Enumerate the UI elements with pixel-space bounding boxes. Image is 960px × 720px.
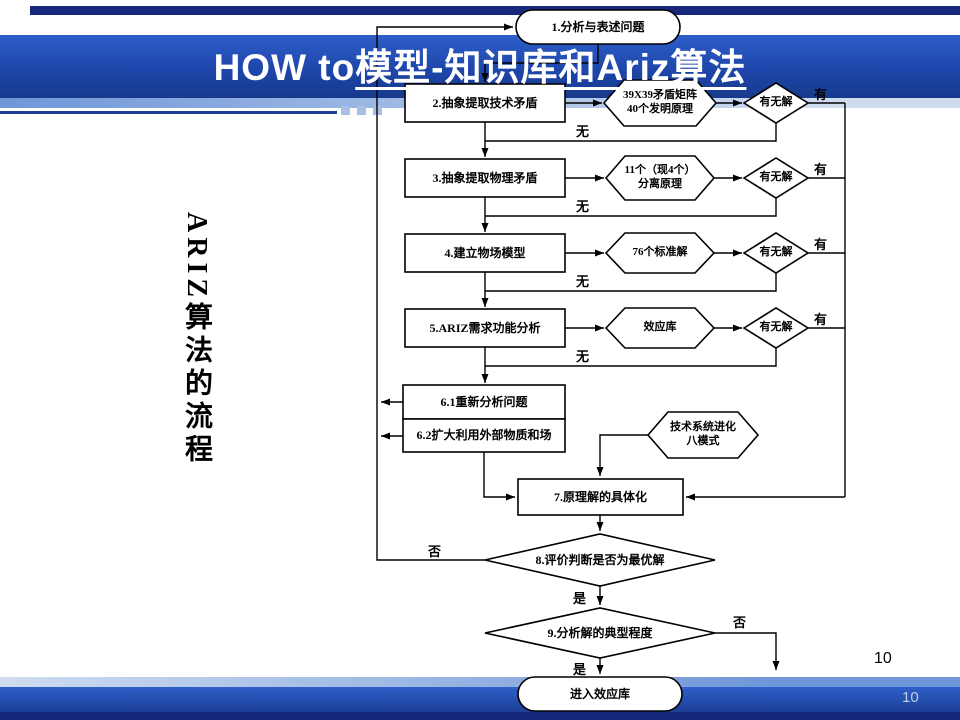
square-icon — [357, 106, 366, 115]
kb-standard-solutions-label: 76个标准解 — [632, 246, 688, 259]
node-step5-label: 5.ARIZ需求功能分析 — [429, 320, 541, 335]
edge-yes-3: 有 — [814, 237, 828, 252]
edge-no-1: 无 — [576, 124, 590, 139]
decision-4-label: 有无解 — [759, 321, 793, 334]
kb-matrix-line1: 39X39矛盾矩阵 — [623, 89, 697, 102]
square-icon — [341, 106, 350, 115]
node-step2-label: 2.抽象提取技术矛盾 — [432, 95, 538, 110]
page-title: HOW to模型-知识库和Ariz算法 — [0, 47, 960, 89]
decision-1-label: 有无解 — [759, 96, 793, 109]
header-subline — [0, 111, 337, 114]
edge-no-3: 无 — [576, 274, 590, 289]
kb-matrix-line2: 40个发明原理 — [627, 103, 693, 115]
kb-contradiction-matrix-label: 39X39矛盾矩阵 40个发明原理 — [604, 80, 716, 126]
kb-separation-principles-label: 11个（现4个） 分离原理 — [606, 156, 714, 200]
edge-fou-step8: 否 — [428, 544, 442, 559]
side-vertical-label: ARIZ算法的流程 — [181, 212, 212, 468]
node-start-label: 1.分析与表述问题 — [551, 19, 645, 34]
decorative-squares — [341, 106, 382, 115]
top-navy-bar — [30, 6, 960, 15]
node-step3-label: 3.抽象提取物理矛盾 — [432, 170, 538, 185]
edge-fou-step9: 否 — [733, 615, 747, 630]
decision-2-label: 有无解 — [759, 171, 793, 184]
kb-separation-line2: 分离原理 — [638, 178, 682, 190]
edge-yes-2: 有 — [814, 162, 828, 177]
decision-3-label: 有无解 — [759, 246, 793, 259]
kb-evolution-line2: 八模式 — [686, 435, 720, 447]
footer-navy-bar — [0, 712, 960, 720]
square-icon — [373, 106, 382, 115]
node-end-label: 进入效应库 — [569, 686, 630, 701]
edge-no-2: 无 — [576, 199, 590, 214]
footer-band — [0, 687, 960, 712]
node-step6b-label: 6.2扩大利用外部物质和场 — [416, 428, 552, 442]
node-step6a-label: 6.1重新分析问题 — [440, 394, 528, 409]
footer-substripe — [0, 677, 960, 687]
edge-no-4: 无 — [576, 349, 590, 364]
edge-shi-step8: 是 — [573, 591, 587, 606]
kb-effects-library-label: 效应库 — [643, 321, 677, 334]
edge-shi-step9: 是 — [573, 662, 587, 677]
page-number: 10 — [874, 650, 892, 667]
kb-evolution-patterns-label: 技术系统进化 八模式 — [648, 412, 758, 458]
kb-separation-line1: 11个（现4个） — [624, 164, 696, 177]
node-step7-label: 7.原理解的具体化 — [553, 489, 647, 504]
node-step4-label: 4.建立物场模型 — [444, 245, 526, 260]
edge-yes-1: 有 — [814, 87, 828, 102]
kb-evolution-line1: 技术系统进化 — [670, 421, 736, 434]
edge-yes-4: 有 — [814, 312, 828, 327]
footer-page-number: 10 — [902, 689, 919, 706]
node-step8-label: 8.评价判断是否为最优解 — [535, 552, 665, 567]
node-step9-label: 9.分析解的典型程度 — [547, 625, 653, 640]
title-part-1: HOW to — [213, 47, 356, 88]
